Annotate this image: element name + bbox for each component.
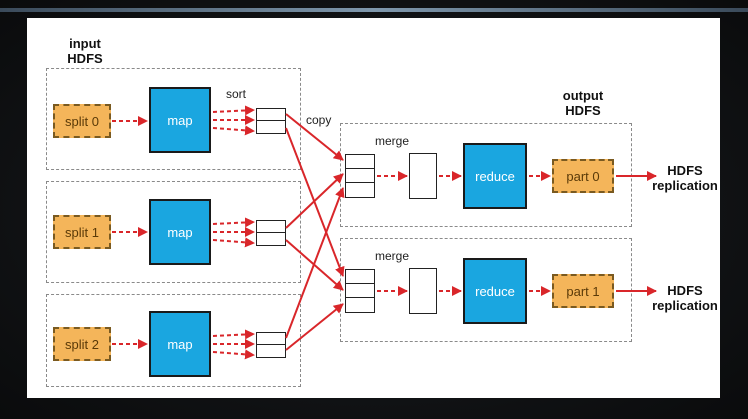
replication-0-line2: replication bbox=[652, 178, 718, 193]
part-0: part 0 bbox=[552, 159, 614, 193]
copy-m0-r0 bbox=[285, 113, 344, 161]
hdfs-replication-0: HDFS replication bbox=[640, 163, 730, 193]
map-node-0-box bbox=[46, 68, 301, 170]
diagram-canvas bbox=[27, 18, 720, 398]
output-hdfs-label: output HDFS bbox=[558, 88, 608, 118]
top-accent-bar bbox=[0, 8, 748, 12]
copy-m2-r0 bbox=[285, 187, 345, 339]
sort-label: sort bbox=[226, 87, 247, 101]
map-0: map bbox=[149, 87, 211, 153]
replication-0-line1: HDFS bbox=[667, 163, 703, 178]
output-label-line1: output bbox=[562, 88, 604, 103]
input-hdfs-label: input HDFS bbox=[60, 36, 110, 66]
copy-m1-r0 bbox=[285, 173, 344, 229]
part-1: part 1 bbox=[552, 274, 614, 308]
split-0: split 0 bbox=[53, 104, 111, 138]
hdfs-replication-1: HDFS replication bbox=[640, 283, 730, 313]
reduce-input-buffer-0 bbox=[345, 154, 375, 198]
map-1: map bbox=[149, 199, 211, 265]
merged-file-1 bbox=[409, 268, 437, 314]
merge-label-0: merge bbox=[375, 134, 410, 148]
map-node-2-box bbox=[46, 294, 301, 387]
map-node-1-box bbox=[46, 181, 301, 283]
reduce-0: reduce bbox=[463, 143, 527, 209]
replication-1-line2: replication bbox=[652, 298, 718, 313]
input-label-line2: HDFS bbox=[67, 51, 103, 66]
map-output-buffer-0 bbox=[256, 108, 286, 134]
map-2: map bbox=[149, 311, 211, 377]
copy-label: copy bbox=[306, 113, 332, 127]
copy-m2-r1 bbox=[285, 303, 344, 351]
merged-file-0 bbox=[409, 153, 437, 199]
input-label-line1: input bbox=[69, 36, 101, 51]
split-1: split 1 bbox=[53, 215, 111, 249]
reduce-1: reduce bbox=[463, 258, 527, 324]
reduce-input-buffer-1 bbox=[345, 269, 375, 313]
split-2: split 2 bbox=[53, 327, 111, 361]
map-output-buffer-1 bbox=[256, 220, 286, 246]
output-label-line2: HDFS bbox=[565, 103, 601, 118]
map-output-buffer-2 bbox=[256, 332, 286, 358]
replication-1-line1: HDFS bbox=[667, 283, 703, 298]
merge-label-1: merge bbox=[375, 249, 410, 263]
